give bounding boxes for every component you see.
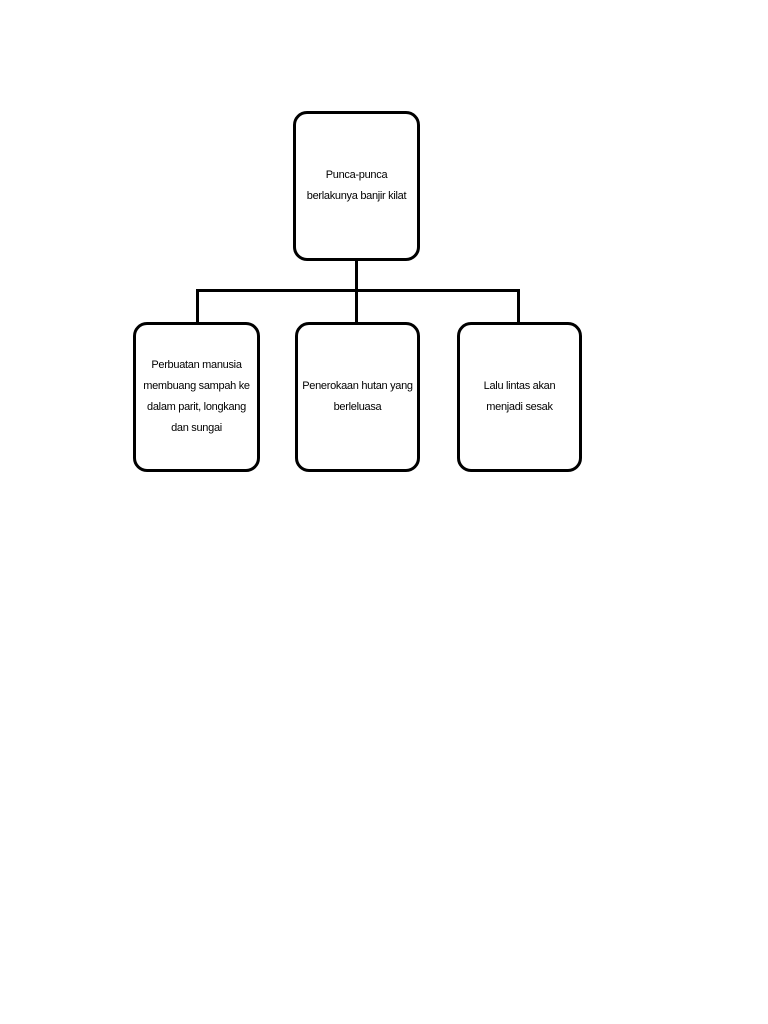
flowchart-cause-box-1: Perbuatan manusia membuang sampah ke dal… [133,322,260,472]
flowchart-cause-label-1: Perbuatan manusia membuang sampah ke dal… [143,359,250,434]
flowchart-cause-box-3: Lalu lintas akan menjadi sesak [457,322,582,472]
flowchart-root-label: Punca-punca berlakunya banjir kilat [306,169,407,202]
flowchart-cause-label-3: Lalu lintas akan menjadi sesak [483,380,556,413]
connector-left-drop-line [196,289,199,322]
flowchart-root-box: Punca-punca berlakunya banjir kilat [293,111,420,261]
flowchart-cause-box-2: Penerokaan hutan yang berleluasa [295,322,420,472]
connector-horizontal-line [196,289,520,292]
connector-right-drop-line [517,289,520,322]
flowchart-cause-label-2: Penerokaan hutan yang berleluasa [302,380,413,413]
